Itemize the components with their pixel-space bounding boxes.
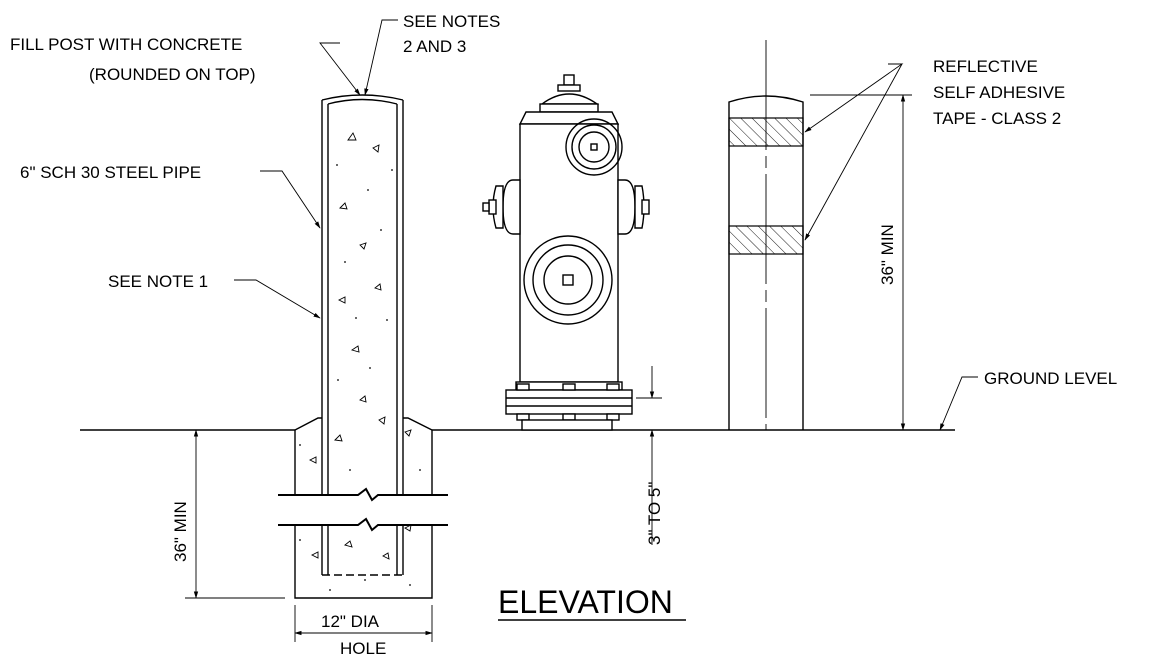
dimension-36-left — [185, 429, 285, 599]
label-reflective-line1: REFLECTIVE — [933, 57, 1038, 76]
label-12-dia: 12" DIA — [321, 612, 380, 631]
label-hole: HOLE — [340, 639, 386, 658]
label-dim-36-right: 36" MIN — [878, 224, 897, 285]
label-steel-pipe: 6" SCH 30 STEEL PIPE — [20, 163, 201, 182]
label-reflective-line3: TAPE - CLASS 2 — [933, 109, 1061, 128]
label-dim-36-left: 36" MIN — [171, 501, 190, 562]
label-fill-post-line2: (ROUNDED ON TOP) — [89, 65, 256, 84]
fire-hydrant-icon — [482, 74, 650, 431]
label-reflective-line2: SELF ADHESIVE — [933, 83, 1065, 102]
concrete-filled-post — [278, 94, 448, 599]
label-see-note-1: SEE NOTE 1 — [108, 272, 208, 291]
reflective-tape-lower — [728, 225, 804, 255]
dimension-12-dia — [294, 605, 433, 642]
label-see-notes-line2: 2 AND 3 — [403, 37, 466, 56]
bollard-with-tape — [728, 40, 804, 430]
label-fill-post-line1: FILL POST WITH CONCRETE — [10, 35, 242, 54]
annotation-labels: FILL POST WITH CONCRETE (ROUNDED ON TOP)… — [10, 12, 1117, 658]
reflective-tape-upper — [728, 117, 804, 147]
concrete-dots — [299, 164, 421, 591]
drawing-title: ELEVATION — [498, 584, 673, 620]
dimension-3-to-5 — [636, 366, 662, 545]
label-ground-level: GROUND LEVEL — [984, 369, 1117, 388]
label-see-notes-line1: SEE NOTES — [403, 12, 500, 31]
dimension-36-right — [810, 94, 912, 431]
label-dim-3-to-5: 3" TO 5" — [645, 482, 664, 545]
leader-lines — [234, 19, 978, 431]
